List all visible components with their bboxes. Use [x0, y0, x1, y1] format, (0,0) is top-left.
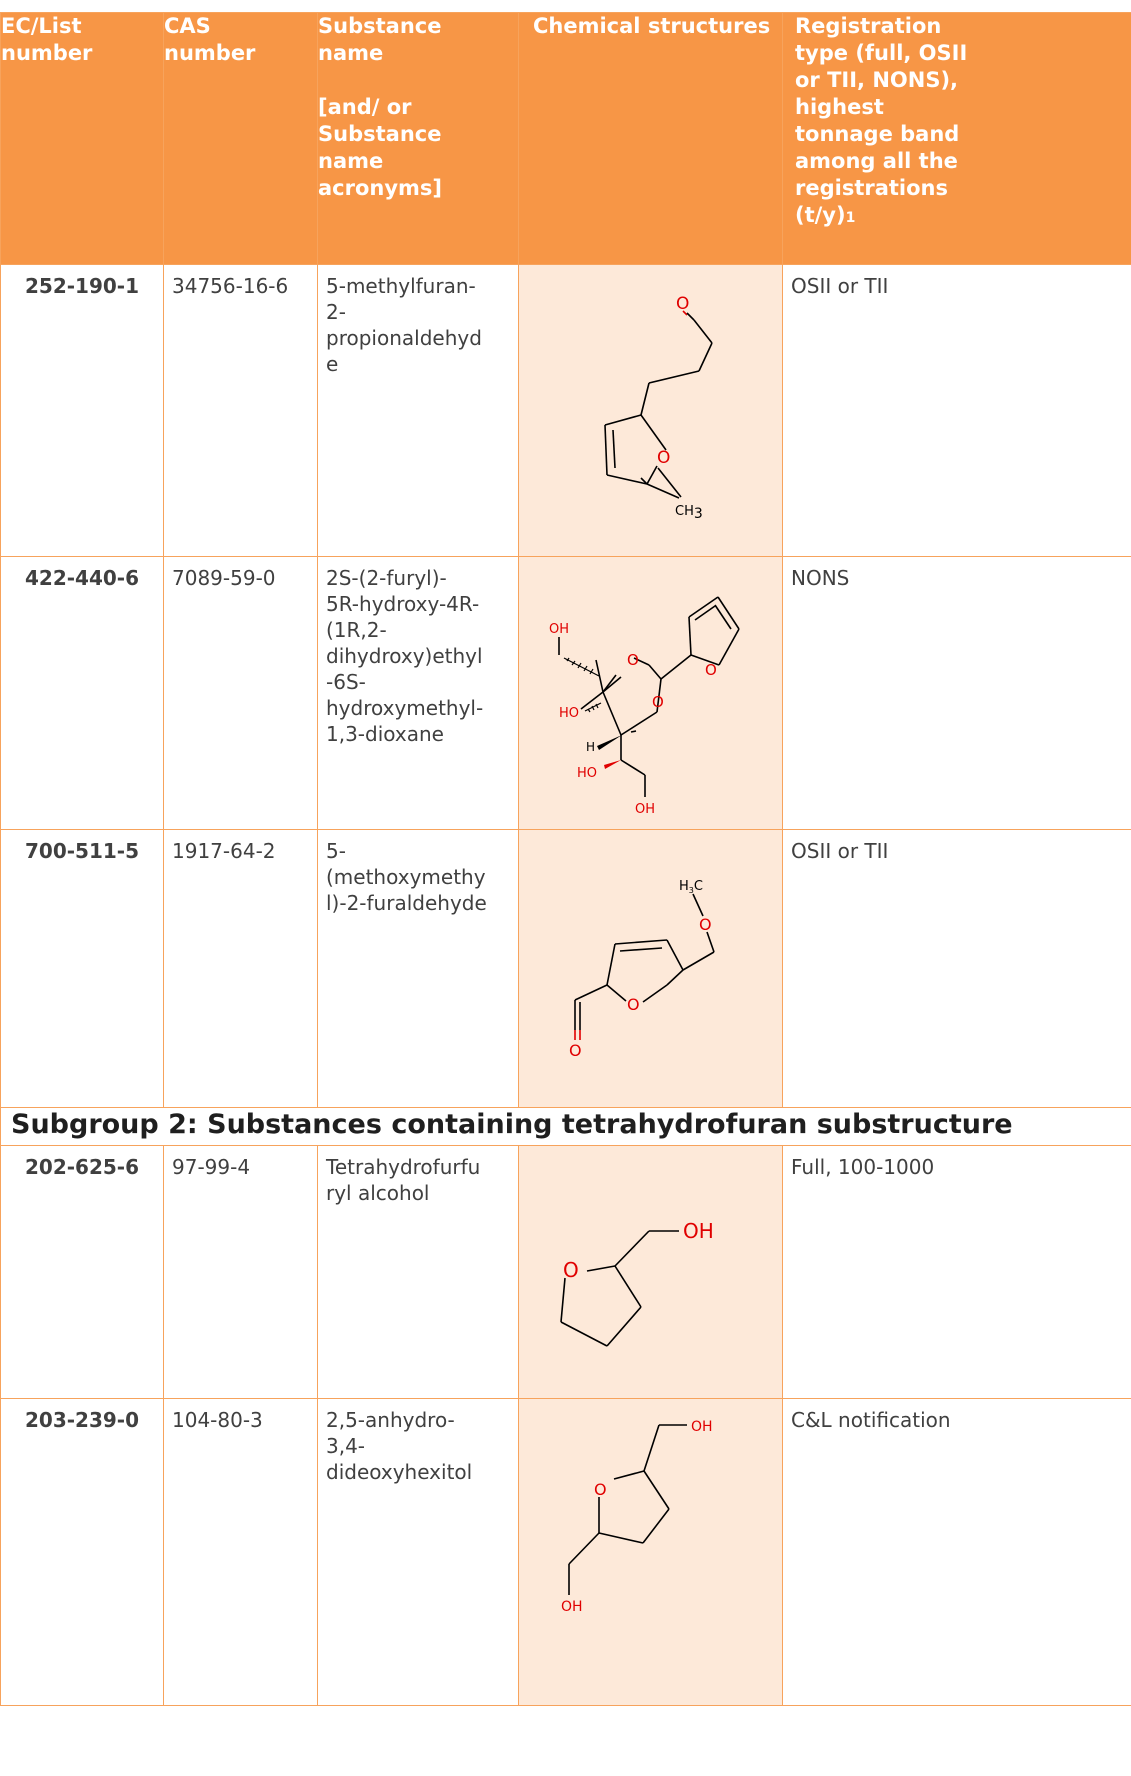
- registration-type: Full, 100-1000: [782, 1145, 1131, 1399]
- structure-tetrahydrofurfuryl-alcohol: O OH: [560, 1219, 714, 1347]
- registration-header-text: Registration type (full, OSII or TII, NO…: [795, 14, 968, 227]
- atom-label-h: H: [586, 740, 595, 754]
- atom-label-oh: OH: [561, 1599, 583, 1615]
- substance-name: Tetrahydrofurfu ryl alcohol: [317, 1145, 519, 1399]
- substance-name: 5-methylfuran- 2- propionaldehyd e: [317, 264, 519, 557]
- column-header-ec: EC/List number: [0, 12, 164, 265]
- structure-anhydro-dideoxyhexitol: OH O OH: [561, 1419, 713, 1615]
- atom-label-o: O: [627, 995, 640, 1014]
- atom-label-oh: OH: [549, 622, 569, 637]
- atom-label-o: O: [569, 1041, 582, 1060]
- cas-number: 1917-64-2: [163, 829, 318, 1108]
- chemical-structure-cell: H3C O O O: [518, 829, 783, 1108]
- atom-label-o: O: [627, 651, 639, 669]
- table-row: 202-625-6 97-99-4 Tetrahydrofurfu ryl al…: [0, 1145, 1131, 1399]
- ec-number: 203-239-0: [0, 1398, 164, 1706]
- atom-label-ho: HO: [559, 706, 579, 721]
- table-row: 700-511-5 1917-64-2 5- (methoxymethy l)-…: [0, 829, 1131, 1108]
- registration-type: OSII or TII: [782, 264, 1131, 557]
- table-header-row: EC/List number CAS number Substance name…: [0, 12, 1131, 265]
- table-row: 422-440-6 7089-59-0 2S-(2-furyl)- 5R-hyd…: [0, 556, 1131, 830]
- structure-furyl-dioxane: OH O O O HO HO OH H: [549, 596, 740, 817]
- column-header-substance-name: Substance name [and/ or Substance name a…: [317, 12, 519, 265]
- subgroup-heading-row: Subgroup 2: Substances containing tetrah…: [0, 1107, 1131, 1146]
- atom-label-o: O: [594, 1480, 607, 1499]
- atom-label-oh: OH: [683, 1219, 714, 1243]
- chemical-structure-cell: OH O OH: [518, 1398, 783, 1706]
- atom-label-o: O: [657, 448, 670, 468]
- structure-methoxymethyl-furaldehyde: H3C O O O: [569, 879, 715, 1060]
- atom-label-h3c: H3C: [679, 879, 703, 895]
- substance-name: 2,5-anhydro- 3,4- dideoxyhexitol: [317, 1398, 519, 1706]
- ec-number: 202-625-6: [0, 1145, 164, 1399]
- chemical-structure-cell: OH O O O HO HO OH H: [518, 556, 783, 830]
- registration-type: OSII or TII: [782, 829, 1131, 1108]
- cas-number: 34756-16-6: [163, 264, 318, 557]
- atom-label-ho: HO: [577, 766, 597, 781]
- atom-label-o: O: [705, 661, 717, 679]
- ec-number: 700-511-5: [0, 829, 164, 1108]
- subgroup-heading: Subgroup 2: Substances containing tetrah…: [0, 1107, 1131, 1146]
- substance-name: 5- (methoxymethy l)-2-furaldehyde: [317, 829, 519, 1108]
- cas-number: 104-80-3: [163, 1398, 318, 1706]
- atom-label-o: O: [676, 294, 689, 314]
- cas-number: 97-99-4: [163, 1145, 318, 1399]
- atom-label-o: O: [699, 915, 712, 934]
- table-row: 203-239-0 104-80-3 2,5-anhydro- 3,4- did…: [0, 1398, 1131, 1706]
- ec-number: 252-190-1: [0, 264, 164, 557]
- registration-type: C&L notification: [782, 1398, 1131, 1706]
- column-header-chemical-structures: Chemical structures: [518, 12, 783, 265]
- ec-number: 422-440-6: [0, 556, 164, 830]
- atom-label-o: O: [563, 1258, 579, 1282]
- substance-name: 2S-(2-furyl)- 5R-hydroxy-4R- (1R,2- dihy…: [317, 556, 519, 830]
- footnote-marker: 1: [845, 210, 856, 226]
- atom-label-oh: OH: [691, 1419, 713, 1435]
- atom-label-o: O: [652, 693, 664, 711]
- table-row: 252-190-1 34756-16-6 5-methylfuran- 2- p…: [0, 264, 1131, 557]
- cas-number: 7089-59-0: [163, 556, 318, 830]
- atom-label-ch3: CH3: [675, 504, 703, 522]
- column-header-cas: CAS number: [163, 12, 318, 265]
- chemical-structure-cell: O OH: [518, 1145, 783, 1399]
- column-header-registration-type: Registration type (full, OSII or TII, NO…: [782, 12, 1131, 265]
- substances-table: EC/List number CAS number Substance name…: [0, 12, 1131, 1706]
- structure-5-methylfuran-2-propionaldehyde: O O CH3: [604, 294, 713, 522]
- atom-label-oh: OH: [635, 802, 655, 817]
- registration-type: NONS: [782, 556, 1131, 830]
- chemical-structure-cell: O O CH3: [518, 264, 783, 557]
